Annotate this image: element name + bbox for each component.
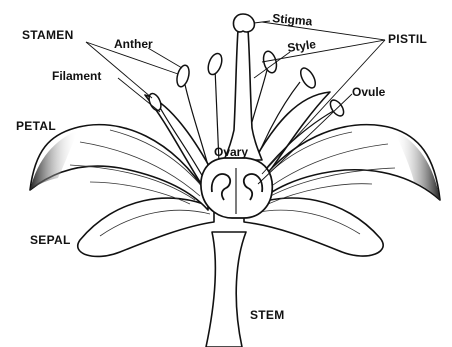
label-ovary: Ovary [214, 145, 248, 159]
stem-shape [206, 232, 246, 347]
pistil-shape [224, 14, 262, 160]
label-stem: STEM [250, 308, 285, 322]
label-pistil: PISTIL [388, 32, 427, 46]
label-stigma: Stigma [272, 11, 313, 28]
sepal-left [78, 198, 214, 256]
ovary-shape [201, 158, 272, 218]
label-anther: Anther [114, 37, 153, 51]
stigma-shape [233, 14, 254, 32]
label-sepal: SEPAL [30, 233, 71, 247]
label-filament: Filament [52, 69, 101, 83]
pistil-pointer-2 [262, 40, 385, 62]
label-stamen: STAMEN [22, 28, 74, 42]
label-style: Style [286, 37, 317, 55]
label-ovule: Ovule [352, 85, 386, 99]
label-petal: PETAL [16, 119, 56, 133]
